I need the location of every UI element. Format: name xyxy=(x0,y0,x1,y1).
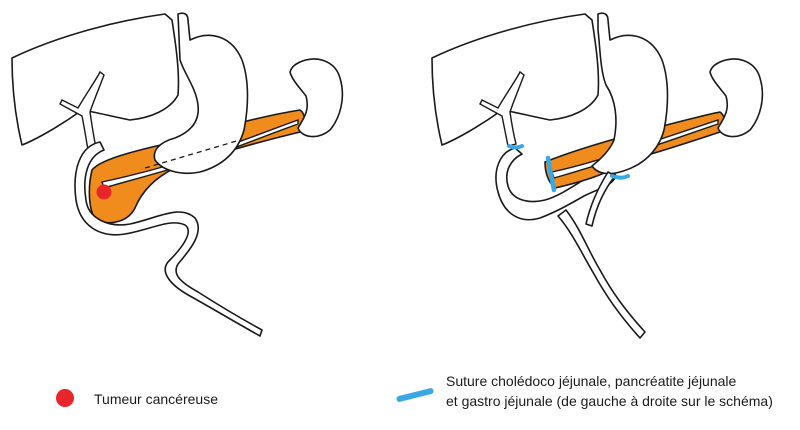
tumor-marker xyxy=(96,184,112,200)
tumor-legend-swatch xyxy=(56,389,74,407)
legend-suture: Suture cholédoco jéjunale, pancréatite j… xyxy=(395,372,773,410)
jejunum-limb xyxy=(557,209,646,339)
spleen xyxy=(709,58,764,138)
suture-legend-swatch xyxy=(395,387,435,403)
suture-legend-line1: Suture cholédoco jéjunale, pancréatite j… xyxy=(446,373,737,389)
legend-tumor: Tumeur cancéreuse xyxy=(56,389,218,408)
duodenum xyxy=(74,141,263,337)
tumor-legend-label: Tumeur cancéreuse xyxy=(94,391,218,407)
stomach xyxy=(591,12,669,175)
resection-dashed-line xyxy=(144,139,241,169)
suture-legend-line2: et gastro jéjunale (de gauche à droite s… xyxy=(446,393,773,409)
suture-legend-text: Suture cholédoco jéjunale, pancréatite j… xyxy=(446,372,773,410)
spleen xyxy=(289,58,344,138)
before-surgery-panel xyxy=(11,12,344,337)
stomach xyxy=(153,12,249,175)
after-surgery-panel xyxy=(431,12,764,339)
bile-duct xyxy=(59,70,105,151)
gastro-jejunal-limb xyxy=(585,171,616,227)
suture-choledoco-jejunal xyxy=(507,144,524,150)
bile-duct xyxy=(479,70,525,147)
suture-pancreatico-jejunal xyxy=(545,155,557,193)
suture-gastro-jejunal xyxy=(610,174,630,180)
